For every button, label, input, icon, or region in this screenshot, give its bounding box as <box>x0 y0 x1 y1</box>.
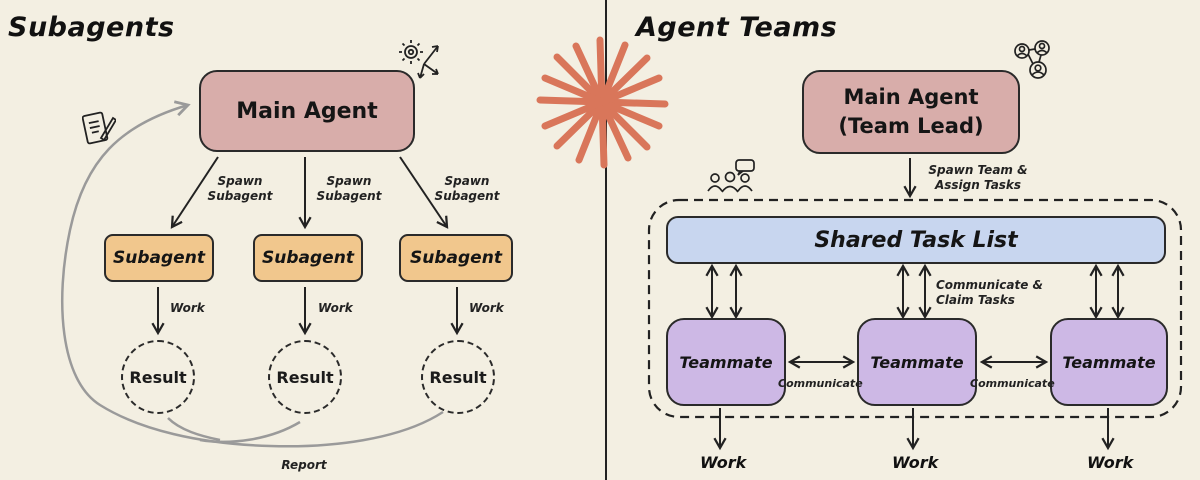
report-label: Report <box>281 458 327 472</box>
task-list-arrows <box>705 263 1125 320</box>
spawn-arrow-3 <box>399 156 449 229</box>
report-arrow <box>60 100 444 448</box>
spawn-label-1: Spawn Subagent <box>207 174 273 203</box>
subagents-title: Subagents <box>8 12 175 43</box>
result-circle-3: Result <box>421 340 495 414</box>
subagent-box-1: Subagent <box>104 234 214 282</box>
team-work-label-1: Work <box>700 453 747 472</box>
clipboard-pencil-icon <box>82 111 116 145</box>
spawn-label-2: Spawn Subagent <box>316 174 382 203</box>
agent-teams-title: Agent Teams <box>636 12 838 43</box>
teammate-box-3: Teammate <box>1050 318 1168 406</box>
team-lead-box: Main Agent (Team Lead) <box>802 70 1020 154</box>
teammate-box-1: Teammate <box>666 318 786 406</box>
subagent-box-3: Subagent <box>399 234 513 282</box>
spawn-label-3: Spawn Subagent <box>434 174 500 203</box>
people-network-icon <box>1014 40 1050 79</box>
work-label-2: Work <box>318 301 353 315</box>
result-circle-1: Result <box>121 340 195 414</box>
subagent-box-2: Subagent <box>253 234 363 282</box>
starburst-decoration <box>536 36 669 169</box>
gear-arrows-icon <box>399 40 439 79</box>
communicate-claim-label: Communicate & Claim Tasks <box>936 278 1043 307</box>
work-label-3: Work <box>469 301 504 315</box>
main-agent-box: Main Agent <box>199 70 415 152</box>
communicate-label-2: Communicate <box>970 377 1055 390</box>
work-label-1: Work <box>170 301 205 315</box>
team-work-label-2: Work <box>892 453 939 472</box>
shared-task-list: Shared Task List <box>666 216 1166 264</box>
spawn-arrow-1 <box>170 156 219 229</box>
team-container <box>647 198 1183 419</box>
group-chat-icon <box>707 159 755 193</box>
teammate-box-2: Teammate <box>857 318 977 406</box>
result-circle-2: Result <box>268 340 342 414</box>
team-work-label-3: Work <box>1087 453 1134 472</box>
spawn-team-label: Spawn Team & Assign Tasks <box>928 163 1028 192</box>
communicate-label-1: Communicate <box>778 377 863 390</box>
